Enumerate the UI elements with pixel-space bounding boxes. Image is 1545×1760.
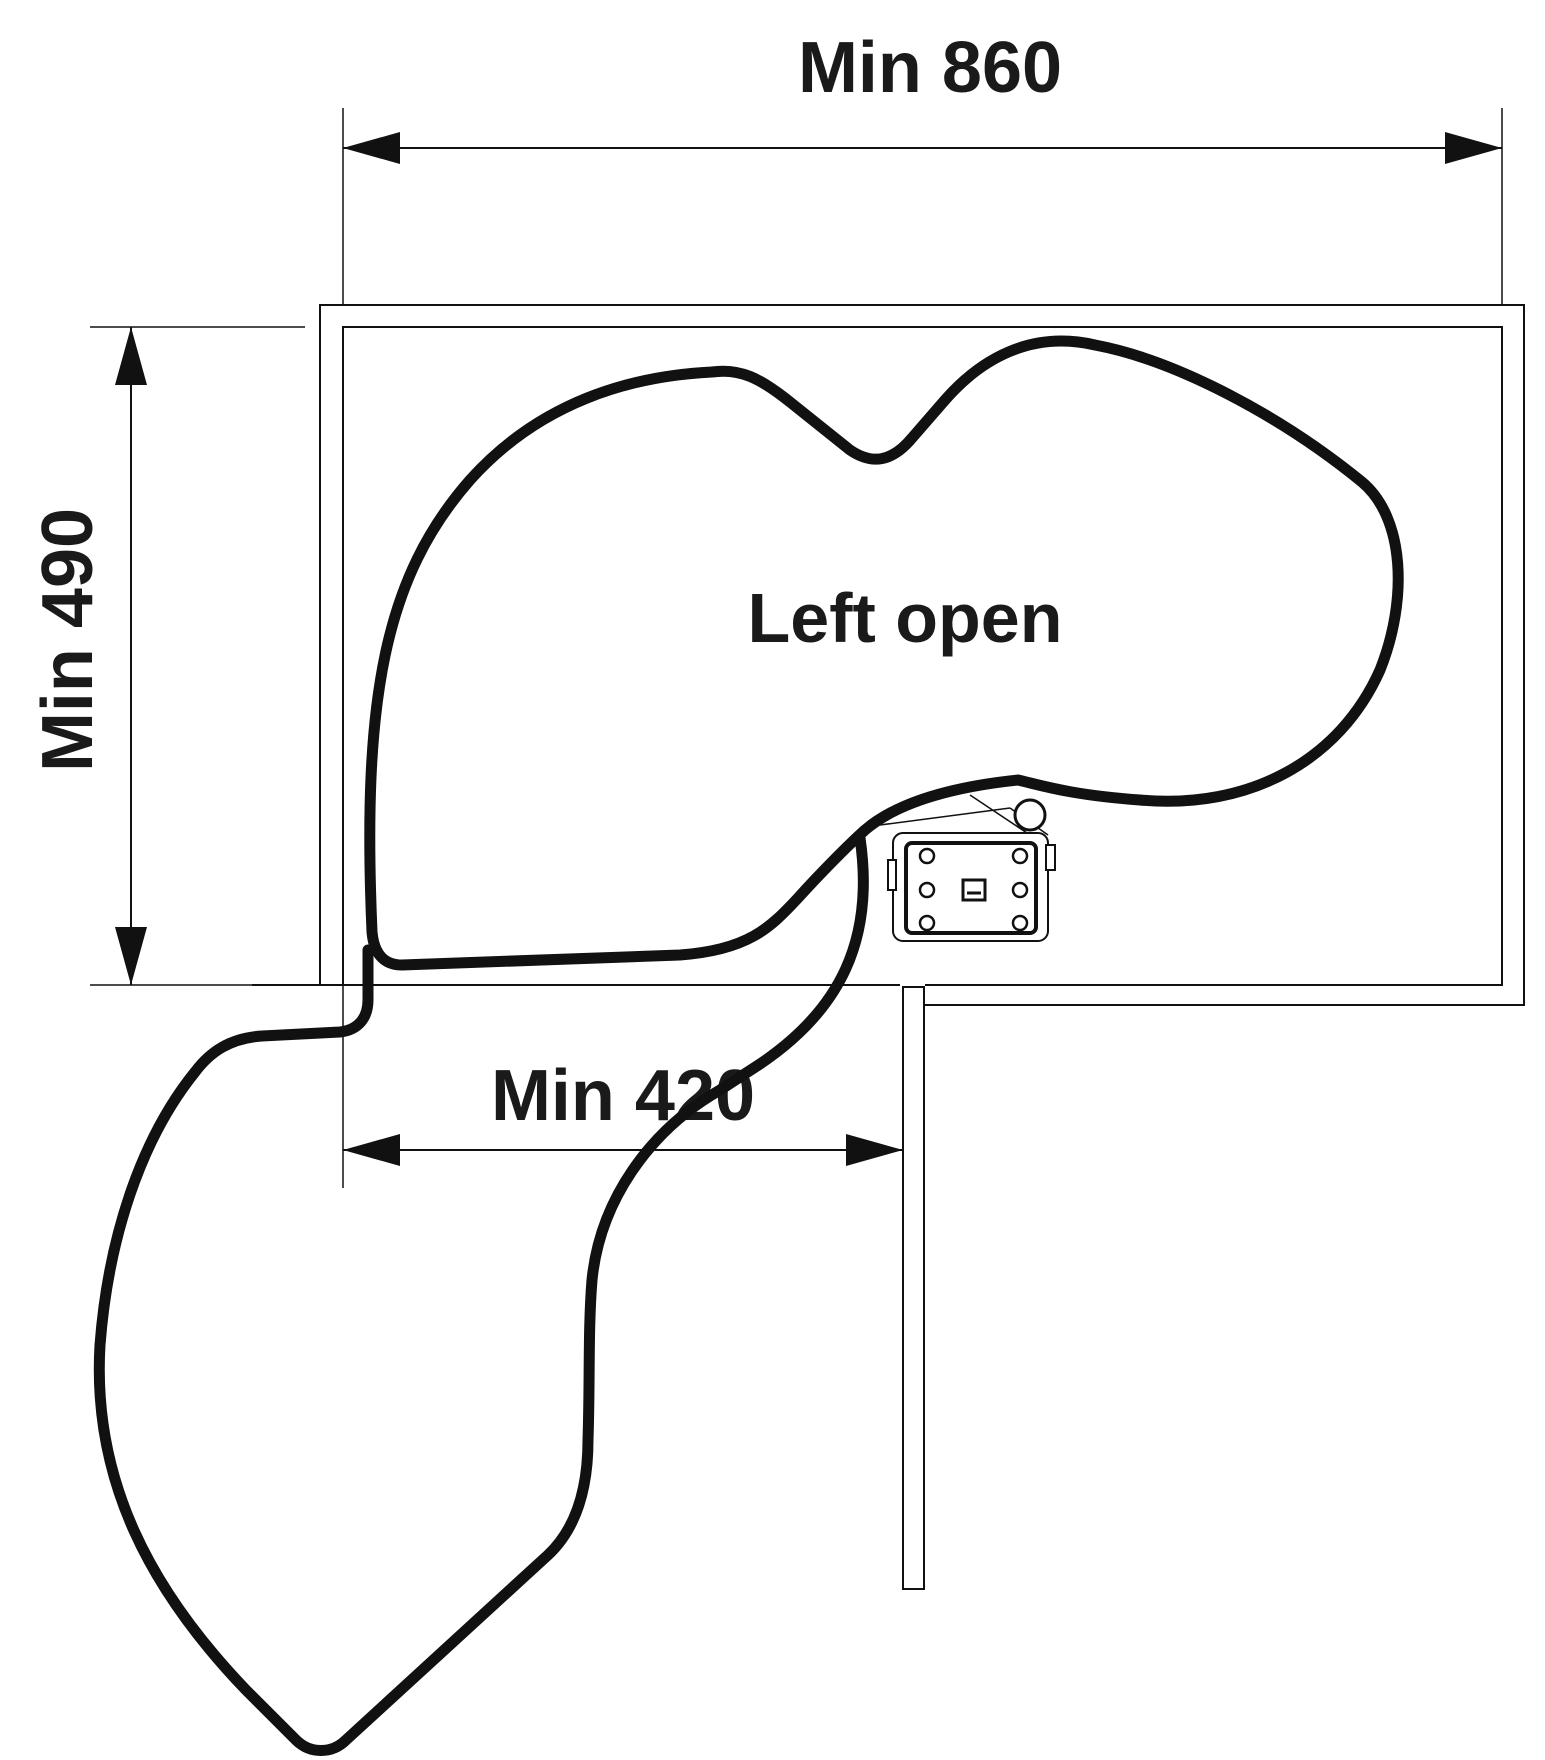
bracket-arm-diagonal	[969, 794, 1031, 836]
shelf-direction-label: Left open	[748, 579, 1063, 657]
depth-dimension	[90, 326, 320, 986]
depth-arrow-bottom	[115, 927, 147, 985]
opening-arrow-left	[343, 1134, 400, 1166]
depth-dimension-label: Min 490	[28, 508, 108, 772]
depth-arrow-top	[115, 327, 147, 385]
cabinet-outer-wall	[319, 304, 1525, 1006]
screw	[1011, 847, 1029, 865]
width-dimension	[342, 108, 1503, 305]
bracket-center-block	[961, 878, 987, 902]
bracket-pivot	[1013, 798, 1047, 832]
cabinet-carcass	[252, 304, 1525, 1590]
width-arrow-right	[1445, 132, 1502, 164]
screw	[1011, 881, 1029, 899]
front-shelf-outline	[93, 832, 869, 1756]
bracket-tab-right	[1045, 844, 1056, 871]
screw	[1011, 914, 1029, 932]
bracket-tab-left	[887, 859, 897, 891]
cabinet-inner-wall	[342, 326, 1503, 986]
cabinet-door	[902, 986, 925, 1590]
width-dimension-label: Min 860	[798, 28, 1062, 108]
bracket-plate-inner	[904, 841, 1038, 935]
screw	[918, 847, 936, 865]
screw	[918, 881, 936, 899]
bracket-plate-outer	[892, 832, 1049, 942]
width-arrow-left	[343, 132, 400, 164]
bracket-arm-left	[879, 807, 1011, 826]
screw	[918, 914, 936, 932]
bracket-screws	[918, 847, 1029, 932]
opening-arrow-right	[846, 1134, 903, 1166]
opening-dimension	[342, 985, 903, 1188]
mounting-bracket	[879, 794, 1056, 942]
